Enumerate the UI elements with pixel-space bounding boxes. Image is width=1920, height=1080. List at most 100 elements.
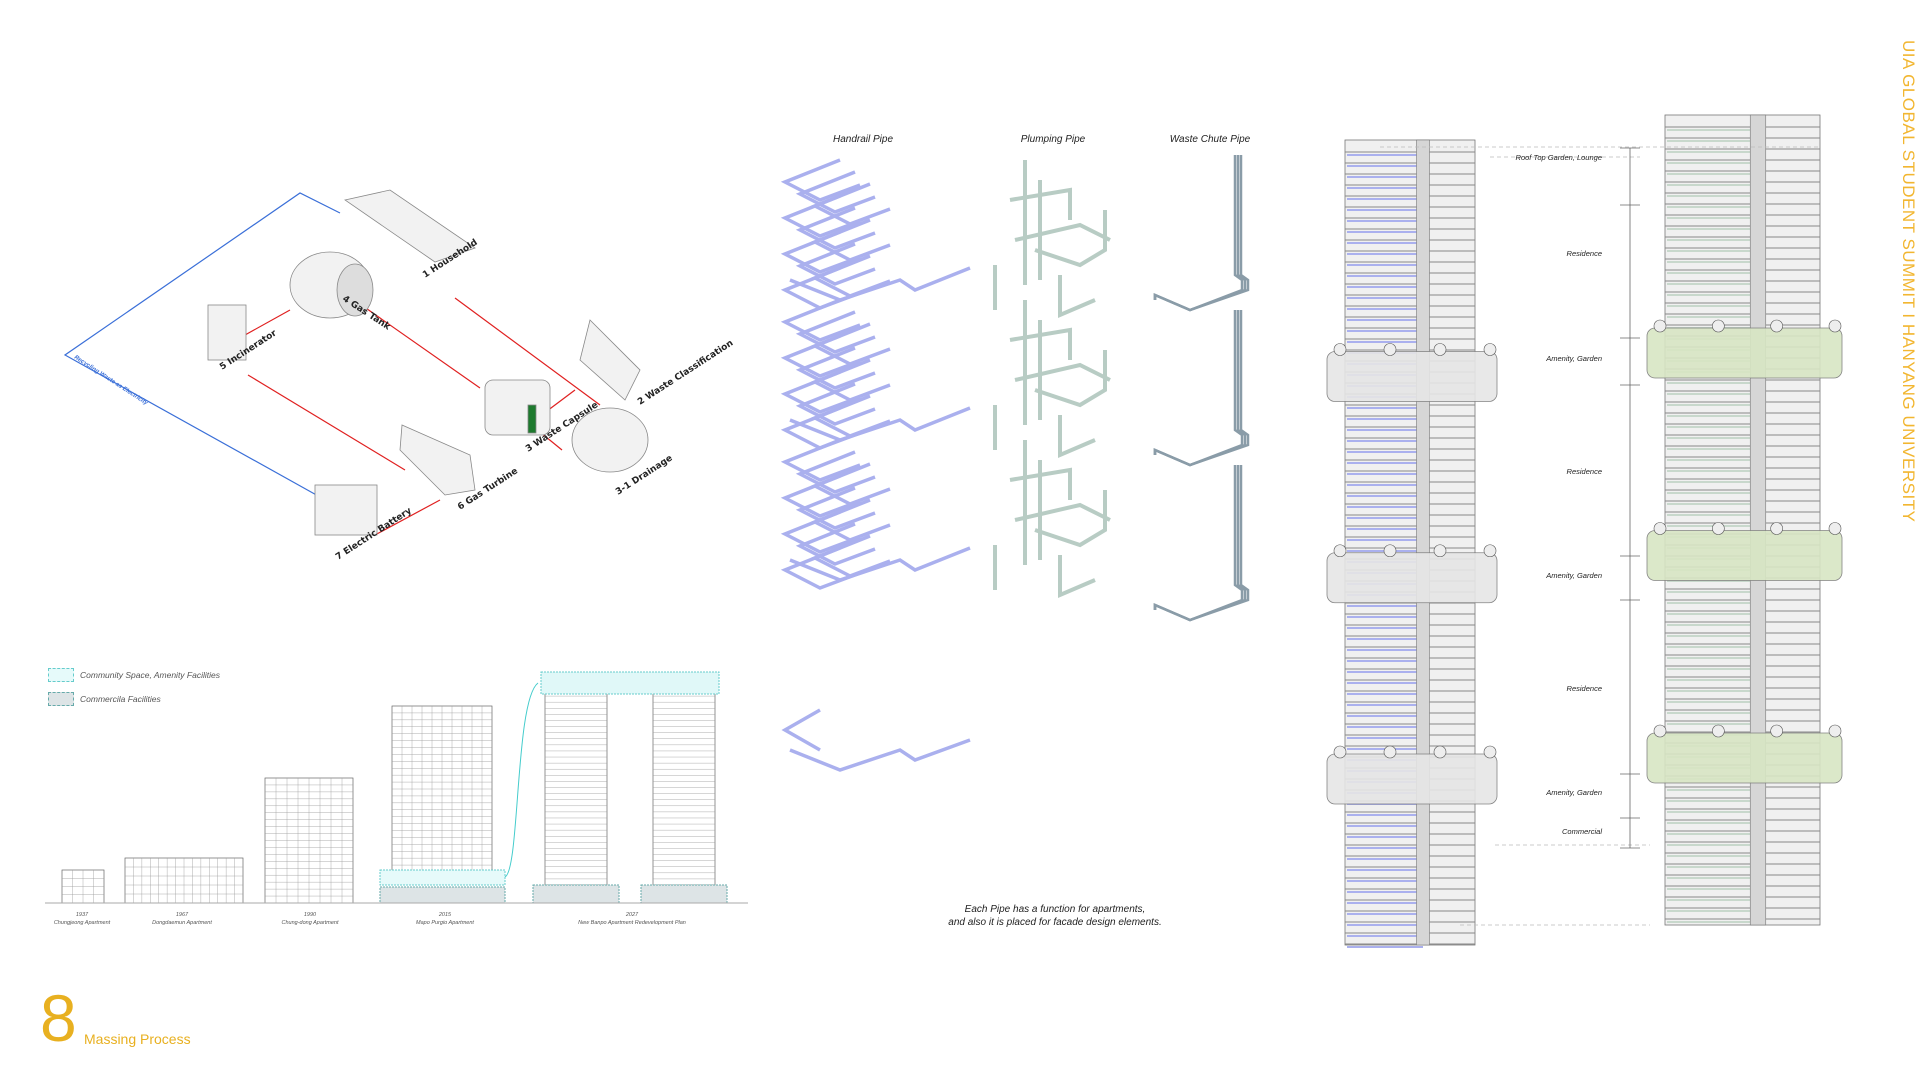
handrail-pipe xyxy=(780,158,861,202)
tree-icon xyxy=(1383,544,1397,558)
core-shaft xyxy=(1416,139,1430,946)
waste-classification-model xyxy=(579,319,641,401)
handrail-pipe xyxy=(795,346,876,390)
tree-icon xyxy=(1712,522,1725,535)
tree-icon xyxy=(1433,544,1447,558)
handrail-pipe xyxy=(795,522,876,566)
core-shaft xyxy=(1749,114,1767,926)
handrail-pipe xyxy=(795,310,876,354)
pipe-diagrams xyxy=(780,155,1250,772)
blue-loop-line xyxy=(63,192,341,498)
waste-chute-pipe xyxy=(1153,155,1250,312)
gas-turbine-model xyxy=(399,424,476,496)
handrail-pipe xyxy=(780,194,861,238)
handrail-pipe xyxy=(810,498,891,542)
handrail-pipe xyxy=(780,266,861,310)
tree-icon xyxy=(1712,319,1725,333)
household-model xyxy=(344,189,476,263)
tree-icon xyxy=(1770,522,1783,535)
zone-label: Amenity, Garden xyxy=(1546,788,1602,797)
handrail-pipe xyxy=(810,462,891,506)
red-flow-4 xyxy=(244,309,291,336)
zone-label: Amenity, Garden xyxy=(1546,571,1602,580)
tree-icon xyxy=(1383,343,1397,356)
waste-chute-pipe xyxy=(1153,310,1244,467)
tree-icon xyxy=(1828,724,1842,738)
waste-cycle-diagram: 1 Household 2 Waste Classification 3 Was… xyxy=(63,189,735,563)
zone-label: Residence xyxy=(1566,467,1602,476)
handrail-pipe-header: Handrail Pipe xyxy=(832,134,894,145)
red-flow-5 xyxy=(247,374,406,471)
handrail-pipe xyxy=(810,322,891,366)
pipe-caption: Each Pipe has a function for apartments,… xyxy=(948,904,1162,928)
commercial-box-2027-left xyxy=(532,884,620,904)
tree-icon xyxy=(1770,319,1783,333)
tree-icon xyxy=(1383,745,1397,759)
red-flow-1 xyxy=(454,297,601,406)
waste-chute-pipe-header: Waste Chute Pipe xyxy=(1169,134,1251,145)
tree-icon xyxy=(1483,343,1497,356)
plumbing-pipe-header: Plumping Pipe xyxy=(1020,134,1086,145)
handrail-pipe xyxy=(780,298,861,342)
legend-label: Community Space, Amenity Facilities xyxy=(80,670,220,680)
tree-icon xyxy=(1483,745,1497,759)
incinerator-model xyxy=(207,304,247,361)
tree-icon xyxy=(1333,745,1347,759)
plumbing-pipe xyxy=(993,440,1111,599)
tower-axonometrics xyxy=(1326,114,1843,948)
zone-label: Residence xyxy=(1566,684,1602,693)
waste-chute-pipe xyxy=(1153,155,1247,312)
handrail-pipe xyxy=(810,182,891,226)
waste-chute-pipe xyxy=(1153,155,1244,312)
tree-icon xyxy=(1770,724,1783,738)
garden-terrace xyxy=(1326,552,1498,604)
handrail-pipe xyxy=(795,242,876,286)
handrail-pipe xyxy=(810,218,891,262)
drainage-model xyxy=(571,407,649,473)
handrail-pipe xyxy=(780,474,861,518)
electric-battery-model xyxy=(314,484,378,536)
plumbing-pipe xyxy=(993,160,1111,319)
handrail-pipe xyxy=(780,230,861,274)
handrail-pipe xyxy=(795,486,876,530)
handrail-pipe xyxy=(780,406,861,450)
red-flow-6 xyxy=(374,499,441,536)
waste-chute-pipe xyxy=(1153,465,1247,622)
waste-chute-pipe-drawing xyxy=(1153,155,1250,622)
tree-icon xyxy=(1653,522,1667,535)
legend-item-commercial: Commercila Facilities xyxy=(48,692,161,706)
garden-terrace xyxy=(1326,753,1498,805)
handrail-pipe xyxy=(795,382,876,426)
tree-icon xyxy=(1433,745,1447,759)
vertical-title: UIA GLOBAL STUDENT SUMMIT I HANYANG UNIV… xyxy=(1899,40,1918,523)
handrail-pipe xyxy=(795,450,876,494)
legend-label: Commercila Facilities xyxy=(80,694,161,704)
zone-label: Commercial xyxy=(1561,827,1602,836)
handrail-pipe-drawing xyxy=(780,158,971,772)
tower-body xyxy=(1344,139,1476,946)
handrail-pipe xyxy=(781,708,971,772)
tower-right-axonometric xyxy=(1646,114,1843,926)
legend-item-community: Community Space, Amenity Facilities xyxy=(48,668,220,682)
tree-icon xyxy=(1712,724,1725,738)
tree-icon xyxy=(1828,522,1842,535)
plumbing-pipe-drawing xyxy=(993,160,1111,599)
handrail-pipe xyxy=(780,334,861,378)
tree-icon xyxy=(1333,343,1347,356)
community-bridge-2027 xyxy=(540,671,720,695)
handrail-pipe xyxy=(795,206,876,250)
handrail-pipe xyxy=(780,546,861,590)
waste-chute-pipe xyxy=(1153,465,1250,622)
garden-terrace xyxy=(1646,732,1843,784)
garden-terrace xyxy=(1646,530,1843,581)
handrail-pipe xyxy=(810,358,891,402)
legend-swatch xyxy=(48,692,74,706)
tower-left-axonometric xyxy=(1326,139,1498,948)
community-box-2015 xyxy=(379,869,506,886)
zone-label: Roof Top Garden, Lounge xyxy=(1515,153,1602,162)
handrail-pipe xyxy=(789,546,971,582)
section-label: Massing Process xyxy=(84,1031,191,1047)
